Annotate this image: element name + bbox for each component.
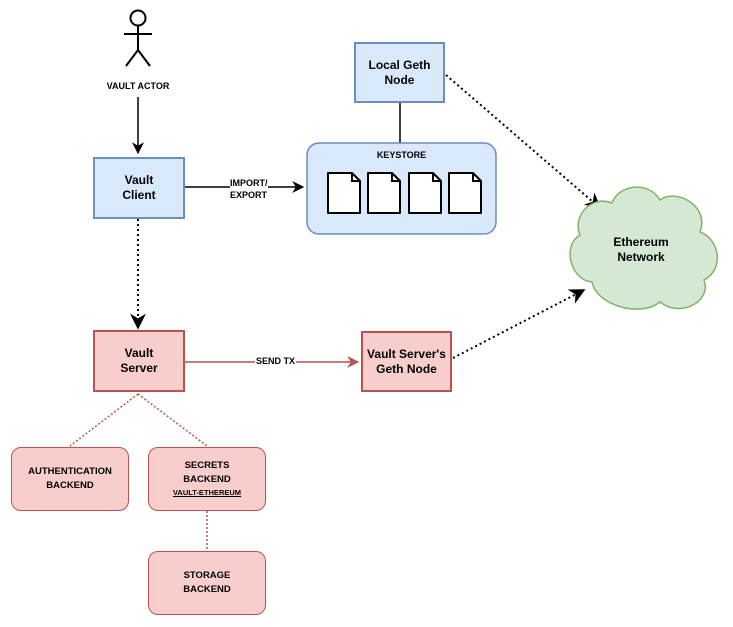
actor-icon <box>124 9 152 67</box>
edge-server-to-auth <box>69 393 139 447</box>
send-tx-label: SEND TX <box>255 355 297 367</box>
document-icon <box>367 172 401 214</box>
ethereum-network-label: Ethereum Network <box>613 235 669 264</box>
vault-server-node: Vault Server <box>93 330 185 392</box>
document-icon <box>327 172 361 214</box>
secrets-backend-label: SECRETS BACKEND <box>183 460 231 485</box>
secrets-backend: SECRETS BACKEND VAULT-ETHEREUM <box>148 447 266 511</box>
edge-geth-to-ethereum <box>445 74 602 210</box>
storage-backend: STORAGE BACKEND <box>148 551 266 615</box>
import-export-label: IMPORT/ EXPORT <box>230 177 268 201</box>
secrets-backend-sublabel: VAULT-ETHEREUM <box>172 488 242 497</box>
keystore-label: KEYSTORE <box>376 150 427 160</box>
edge-server-geth-to-ethereum <box>452 289 586 359</box>
actor-label: VAULT ACTOR <box>106 81 170 91</box>
server-geth-node: Vault Server's Geth Node <box>361 331 452 392</box>
document-icon <box>448 172 482 214</box>
local-geth-node: Local Geth Node <box>354 42 445 103</box>
authentication-backend: AUTHENTICATION BACKEND <box>11 447 129 511</box>
document-icon <box>408 172 442 214</box>
edge-server-to-secrets <box>137 393 208 447</box>
ethereum-cloud <box>569 186 719 310</box>
vault-client-node: Vault Client <box>93 157 185 219</box>
